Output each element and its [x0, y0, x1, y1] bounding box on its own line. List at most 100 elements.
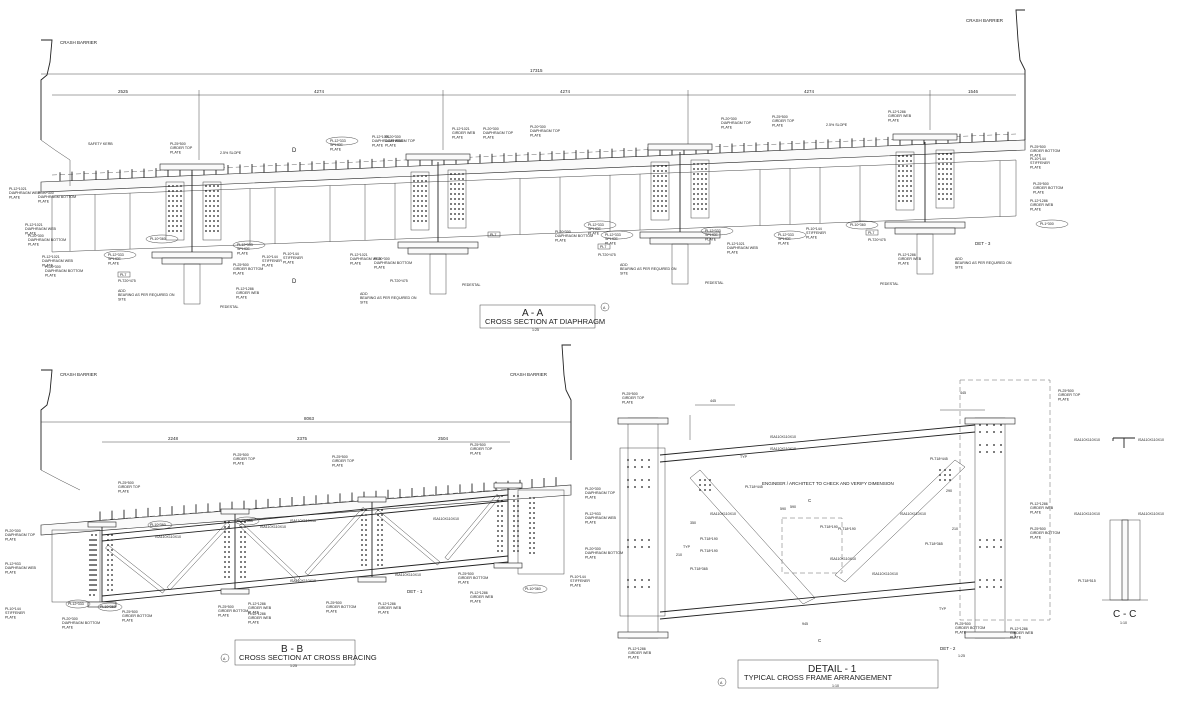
bolt-group — [627, 539, 650, 548]
bolt — [213, 200, 215, 202]
bolt — [111, 574, 113, 576]
bolt — [93, 579, 95, 581]
bolt — [533, 517, 535, 519]
bolt — [95, 579, 97, 581]
bolt — [365, 549, 367, 551]
bolt — [705, 203, 707, 205]
bolt — [168, 195, 170, 197]
bolt — [697, 178, 699, 180]
bolt — [665, 175, 667, 177]
bolt — [946, 188, 948, 190]
bolt — [454, 193, 456, 195]
splice-plate — [895, 151, 915, 211]
bolt — [497, 505, 499, 507]
bolt — [898, 180, 900, 182]
bolt — [91, 549, 93, 551]
bolt — [634, 546, 636, 548]
bolt — [634, 479, 636, 481]
bolt — [641, 459, 643, 461]
bolt — [417, 220, 419, 222]
bolt — [657, 190, 659, 192]
bolt — [653, 180, 655, 182]
bolt — [217, 210, 219, 212]
bolt — [986, 539, 988, 541]
bolt — [665, 170, 667, 172]
bolt — [450, 218, 452, 220]
diag-bolts — [939, 469, 951, 481]
bolt — [172, 200, 174, 202]
dim-1546: 1546 — [968, 89, 979, 94]
bolt — [89, 564, 91, 566]
bolt — [205, 220, 207, 222]
bolt — [697, 168, 699, 170]
bolt — [361, 564, 363, 566]
d1-plate-label: PLT18*445 — [745, 485, 763, 489]
bolt — [653, 170, 655, 172]
bolt — [93, 594, 95, 596]
bolt — [627, 466, 629, 468]
bolt — [993, 579, 995, 581]
bolt — [657, 180, 659, 182]
bolt — [993, 586, 995, 588]
bolt — [458, 188, 460, 190]
bolt — [898, 200, 900, 202]
bolt — [648, 479, 650, 481]
bolt — [993, 444, 995, 446]
bolt — [701, 208, 703, 210]
bolt — [417, 205, 419, 207]
girder-bottom-flange — [87, 601, 117, 608]
bb-bottom-chord — [101, 555, 509, 597]
aa-plate-label: PLT20*475 — [390, 279, 408, 283]
bolt — [224, 521, 226, 523]
bolt — [240, 531, 242, 533]
bolt — [906, 200, 908, 202]
crash-barrier-left-shape — [40, 39, 53, 140]
bolt — [224, 546, 226, 548]
bolt — [501, 520, 503, 522]
callout-cloud — [65, 599, 91, 609]
bolt — [533, 532, 535, 534]
diagonal-angle — [375, 509, 441, 566]
girder-bolts — [377, 509, 383, 566]
bolt — [95, 574, 97, 576]
bolt — [533, 527, 535, 529]
d1-dim-445: 445 — [710, 399, 716, 403]
d1-diagonal-left — [689, 469, 816, 605]
girder-top-flange — [493, 482, 523, 489]
splice-bolts — [168, 185, 182, 232]
bolt — [244, 521, 246, 523]
bolt — [458, 213, 460, 215]
girder-bolts — [224, 521, 230, 578]
bolt — [627, 459, 629, 461]
bolt — [111, 579, 113, 581]
bolt — [942, 193, 944, 195]
bolt — [172, 195, 174, 197]
bolt — [176, 200, 178, 202]
bolt — [217, 190, 219, 192]
bolt — [228, 561, 230, 563]
section-bb: CRASH BARRIER CRASH BARRIER 8063 2248 23… — [5, 344, 623, 668]
bolt — [501, 525, 503, 527]
pedestal — [671, 243, 689, 285]
bolt — [228, 546, 230, 548]
bolt — [701, 203, 703, 205]
bolt — [661, 185, 663, 187]
aa-pedestal-label: PEDESTAL — [220, 305, 239, 309]
slope-label-1: 2.5% SLOPE — [220, 151, 242, 155]
bolt — [704, 479, 706, 481]
bolt — [205, 200, 207, 202]
bolt — [1000, 546, 1002, 548]
bolt — [699, 484, 701, 486]
bolt — [627, 579, 629, 581]
bolt — [421, 205, 423, 207]
bolt — [648, 586, 650, 588]
